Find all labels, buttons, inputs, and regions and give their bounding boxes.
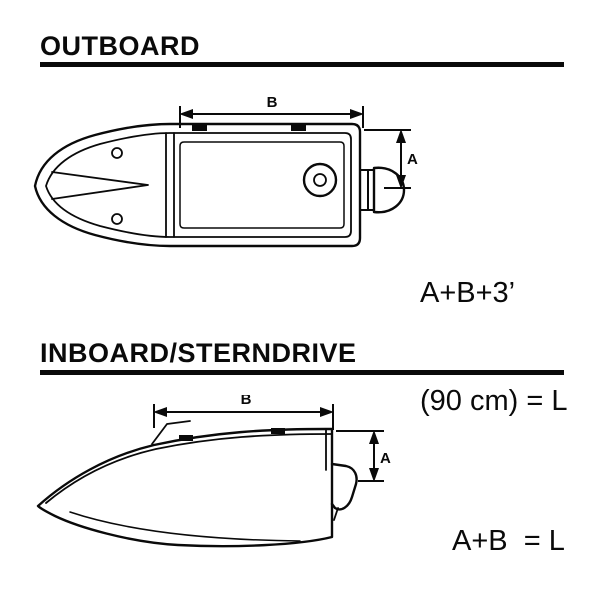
inboard-heading-underline [40,370,564,375]
steering-wheel [302,162,338,198]
dim-a-arrow-bottom [369,468,379,482]
hull-profile [36,427,334,548]
sterndrive-unit [330,462,358,511]
hull-outline [33,122,362,248]
outboard-formula-line2: (90 cm) = L [420,385,568,417]
windshield-line [165,132,175,238]
gunwale-inner-line [45,132,352,238]
dim-b-arrow-right [350,109,364,119]
outboard-heading-underline [40,62,564,67]
chine-line [69,511,301,542]
outboard-heading: OUTBOARD [40,31,200,61]
deck-cleat-1 [179,435,193,441]
outboard-boat-topview [33,122,406,248]
sterndrive-skeg [333,507,339,521]
deck-cleat-2 [271,428,285,434]
outboard-motor-cowl [372,166,406,214]
motor-bracket [359,169,375,211]
gunwale-cleat-2 [291,125,306,131]
inboard-dim-b-label: B [241,395,252,408]
inboard-boat-diagram: B A [36,395,391,548]
outboard-dimension-b [179,106,364,128]
windshield [151,420,191,445]
outboard-formula: A+B+3’ (90 cm) = L [420,203,567,455]
bow-hatch-bottom [111,213,123,225]
rubrail-line [45,433,332,504]
inboard-dim-a-label: A [380,450,391,467]
dim-a-arrow-top [369,430,379,444]
inboard-boat-sideview [36,420,358,548]
gunwale-cleat-1 [192,125,207,131]
bow-hatch-top [111,147,123,159]
dim-b-arrow-left [179,109,193,119]
outboard-boat-diagram: B A [33,94,418,248]
inboard-formula: A+B = L [452,525,565,557]
inboard-dimension-b [153,404,334,430]
dim-b-arrow-left [153,407,167,417]
inboard-heading: INBOARD/STERNDRIVE [40,338,357,368]
outboard-formula-line1: A+B+3’ [420,277,516,309]
dim-b-arrow-right [320,407,334,417]
outboard-dim-b-label: B [267,94,278,111]
outboard-dim-a-label: A [407,151,418,168]
bow-deck-seam [51,171,149,200]
steering-wheel-hub [313,173,327,187]
cockpit-inner-edge [179,141,345,229]
dim-a-arrow-top [396,129,406,143]
dim-a-arrow-bottom [396,175,406,189]
